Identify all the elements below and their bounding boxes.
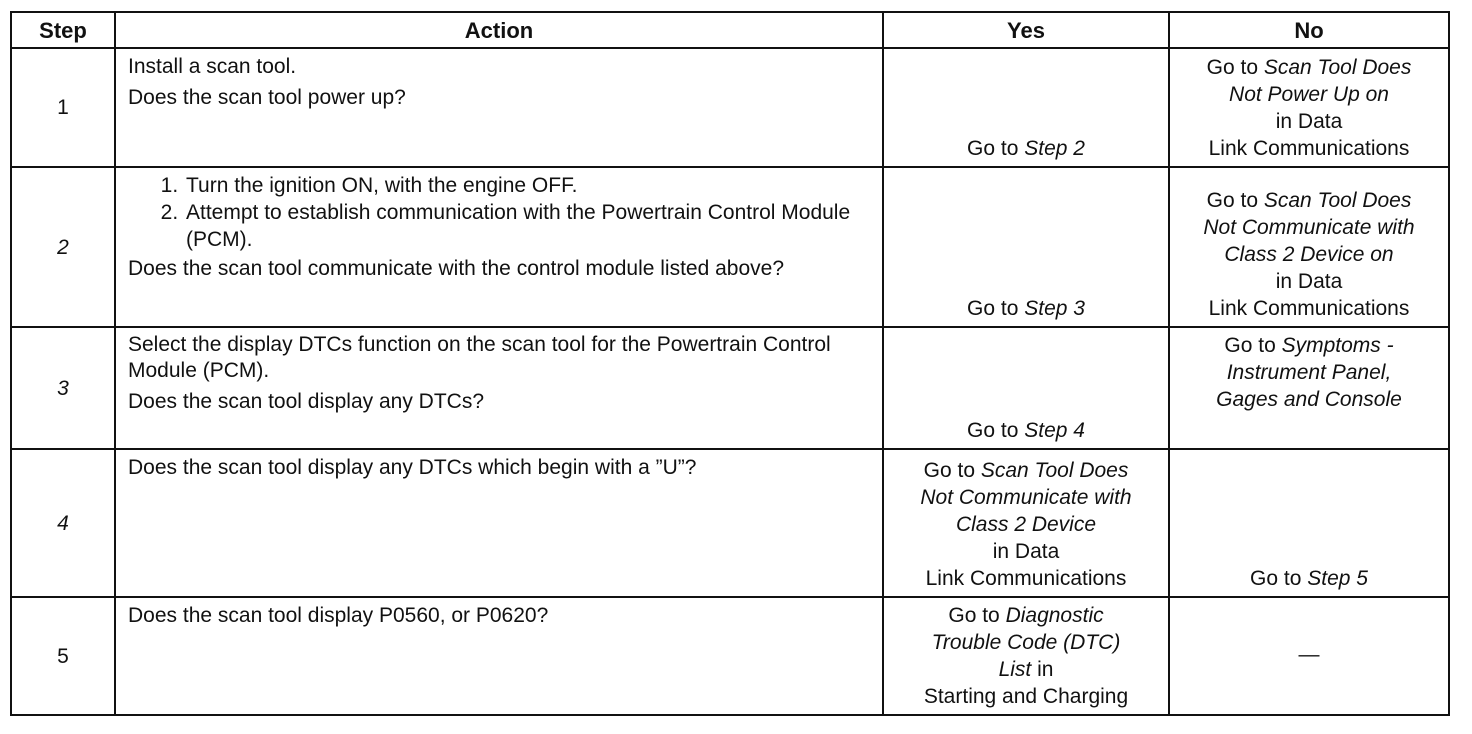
header-yes: Yes	[882, 11, 1170, 49]
no-cell: Go to Symptoms - Instrument Panel, Gages…	[1168, 326, 1450, 450]
action-text: Select the display DTCs function on the …	[128, 333, 831, 382]
header-step: Step	[10, 11, 116, 49]
step-number: 4	[10, 448, 116, 598]
step-link: Step 3	[1024, 297, 1085, 320]
header-action: Action	[114, 11, 884, 49]
action-question: Does the scan tool communicate with the …	[128, 257, 785, 280]
action-cell: Select the display DTCs function on the …	[114, 326, 884, 450]
action-step: Turn the ignition ON, with the engine OF…	[184, 172, 870, 199]
step-number: 2	[10, 166, 116, 328]
procedure-link: Diagnostic	[1005, 604, 1104, 627]
action-question: Does the scan tool display P0560, or P06…	[128, 604, 549, 627]
procedure-link: Scan Tool Does	[980, 459, 1129, 482]
step-link: Step 2	[1024, 137, 1085, 160]
procedure-link: Scan Tool Does	[1263, 189, 1412, 212]
header-row: Step Action Yes No	[10, 11, 1450, 49]
header-no: No	[1168, 11, 1450, 49]
action-steps: Turn the ignition ON, with the engine OF…	[128, 172, 870, 253]
no-cell: Go to Scan Tool Does Not Communicate wit…	[1168, 166, 1450, 328]
action-cell: Does the scan tool display P0560, or P06…	[114, 596, 884, 716]
step-number: 3	[10, 326, 116, 450]
no-cell: —	[1168, 596, 1450, 716]
table-row: 3 Select the display DTCs function on th…	[10, 326, 1450, 450]
yes-cell: Go to Step 3	[882, 166, 1170, 328]
step-number: 1	[10, 47, 116, 168]
yes-cell: Go to Step 2	[882, 47, 1170, 168]
action-cell: Turn the ignition ON, with the engine OF…	[114, 166, 884, 328]
table-row: 4 Does the scan tool display any DTCs wh…	[10, 448, 1450, 598]
diagnostic-table: Step Action Yes No 1 Install a scan tool…	[10, 11, 1450, 716]
em-dash: —	[1298, 642, 1320, 666]
procedure-link: Scan Tool Does	[1263, 56, 1412, 79]
action-question: Does the scan tool display any DTCs whic…	[128, 456, 697, 479]
step-link: Step 4	[1024, 419, 1085, 442]
no-cell: Go to Step 5	[1168, 448, 1450, 598]
yes-cell: Go to Diagnostic Trouble Code (DTC) List…	[882, 596, 1170, 716]
action-text: Install a scan tool.	[128, 55, 297, 78]
procedure-link: Symptoms -	[1281, 334, 1394, 357]
no-cell: Go to Scan Tool Does Not Power Up on in …	[1168, 47, 1450, 168]
step-link: Step 5	[1307, 567, 1368, 590]
table-row: 1 Install a scan tool. Does the scan too…	[10, 47, 1450, 168]
action-cell: Install a scan tool. Does the scan tool …	[114, 47, 884, 168]
action-question: Does the scan tool display any DTCs?	[128, 390, 485, 413]
action-cell: Does the scan tool display any DTCs whic…	[114, 448, 884, 598]
table-row: 2 Turn the ignition ON, with the engine …	[10, 166, 1450, 328]
yes-cell: Go to Step 4	[882, 326, 1170, 450]
table-row: 5 Does the scan tool display P0560, or P…	[10, 596, 1450, 716]
action-step: Attempt to establish communication with …	[184, 199, 870, 253]
action-question: Does the scan tool power up?	[128, 86, 406, 109]
yes-cell: Go to Scan Tool Does Not Communicate wit…	[882, 448, 1170, 598]
step-number: 5	[10, 596, 116, 716]
